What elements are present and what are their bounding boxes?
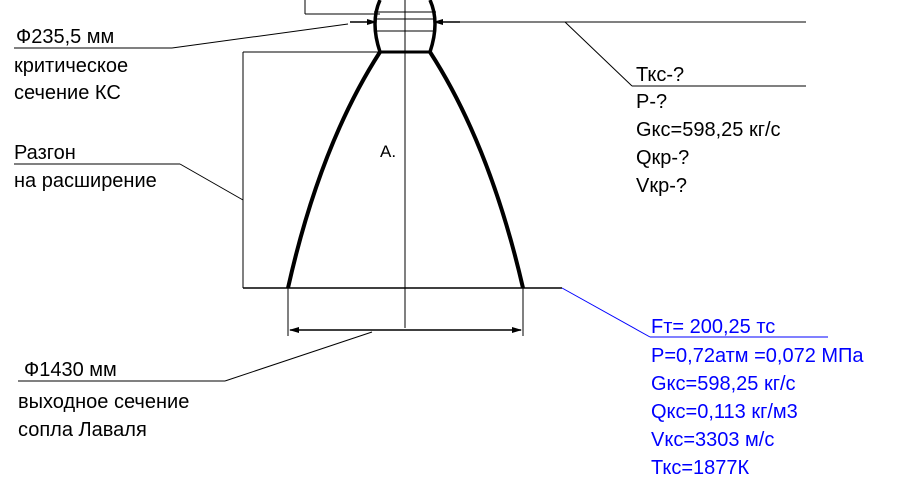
exit-label-line2: сопла Лаваля [18, 419, 147, 441]
exit-label-line1: выходное сечение [18, 391, 189, 413]
exit-param: Qкс=0,113 кг/м3 [651, 401, 798, 423]
accel-leader-diag [179, 163, 244, 201]
throat-param: Gкс=598,25 кг/с [636, 119, 781, 141]
exit-diameter-label: Ф1430 мм [24, 359, 117, 381]
exit-params-leader-diag [561, 287, 651, 338]
throat-label-line2: сечение КС [14, 82, 121, 104]
throat-param: Qкр-? [636, 147, 689, 169]
accel-label-line2: на расширение [14, 170, 157, 192]
exit-param: Fт= 200,25 тс [651, 316, 775, 338]
throat-wall-left [373, 0, 382, 53]
point-a-label: А. [380, 142, 396, 161]
throat-param: Ткс-? [636, 64, 684, 86]
throat-diameter-label: Ф235,5 мм [16, 26, 114, 48]
throat-param: Р-? [636, 91, 667, 113]
throat-leader-diag [171, 23, 349, 49]
throat-param: Vкр-? [636, 175, 687, 197]
throat-label-line1: критическое [14, 55, 128, 77]
exit-param: Ткс=1877К [651, 457, 749, 479]
accel-label-line1: Разгон [14, 142, 76, 164]
throat-wall-right [428, 0, 437, 53]
nozzle-wall-left [286, 50, 382, 289]
nozzle-wall-right [428, 50, 525, 289]
exit-leader-diag [224, 331, 373, 382]
exit-param: Р=0,72атм =0,072 МПа [651, 345, 864, 367]
exit-param: Gкс=598,25 кг/с [651, 373, 796, 395]
params-leader-diag [564, 21, 633, 87]
exit-param: Vкс=3303 м/с [651, 429, 774, 451]
